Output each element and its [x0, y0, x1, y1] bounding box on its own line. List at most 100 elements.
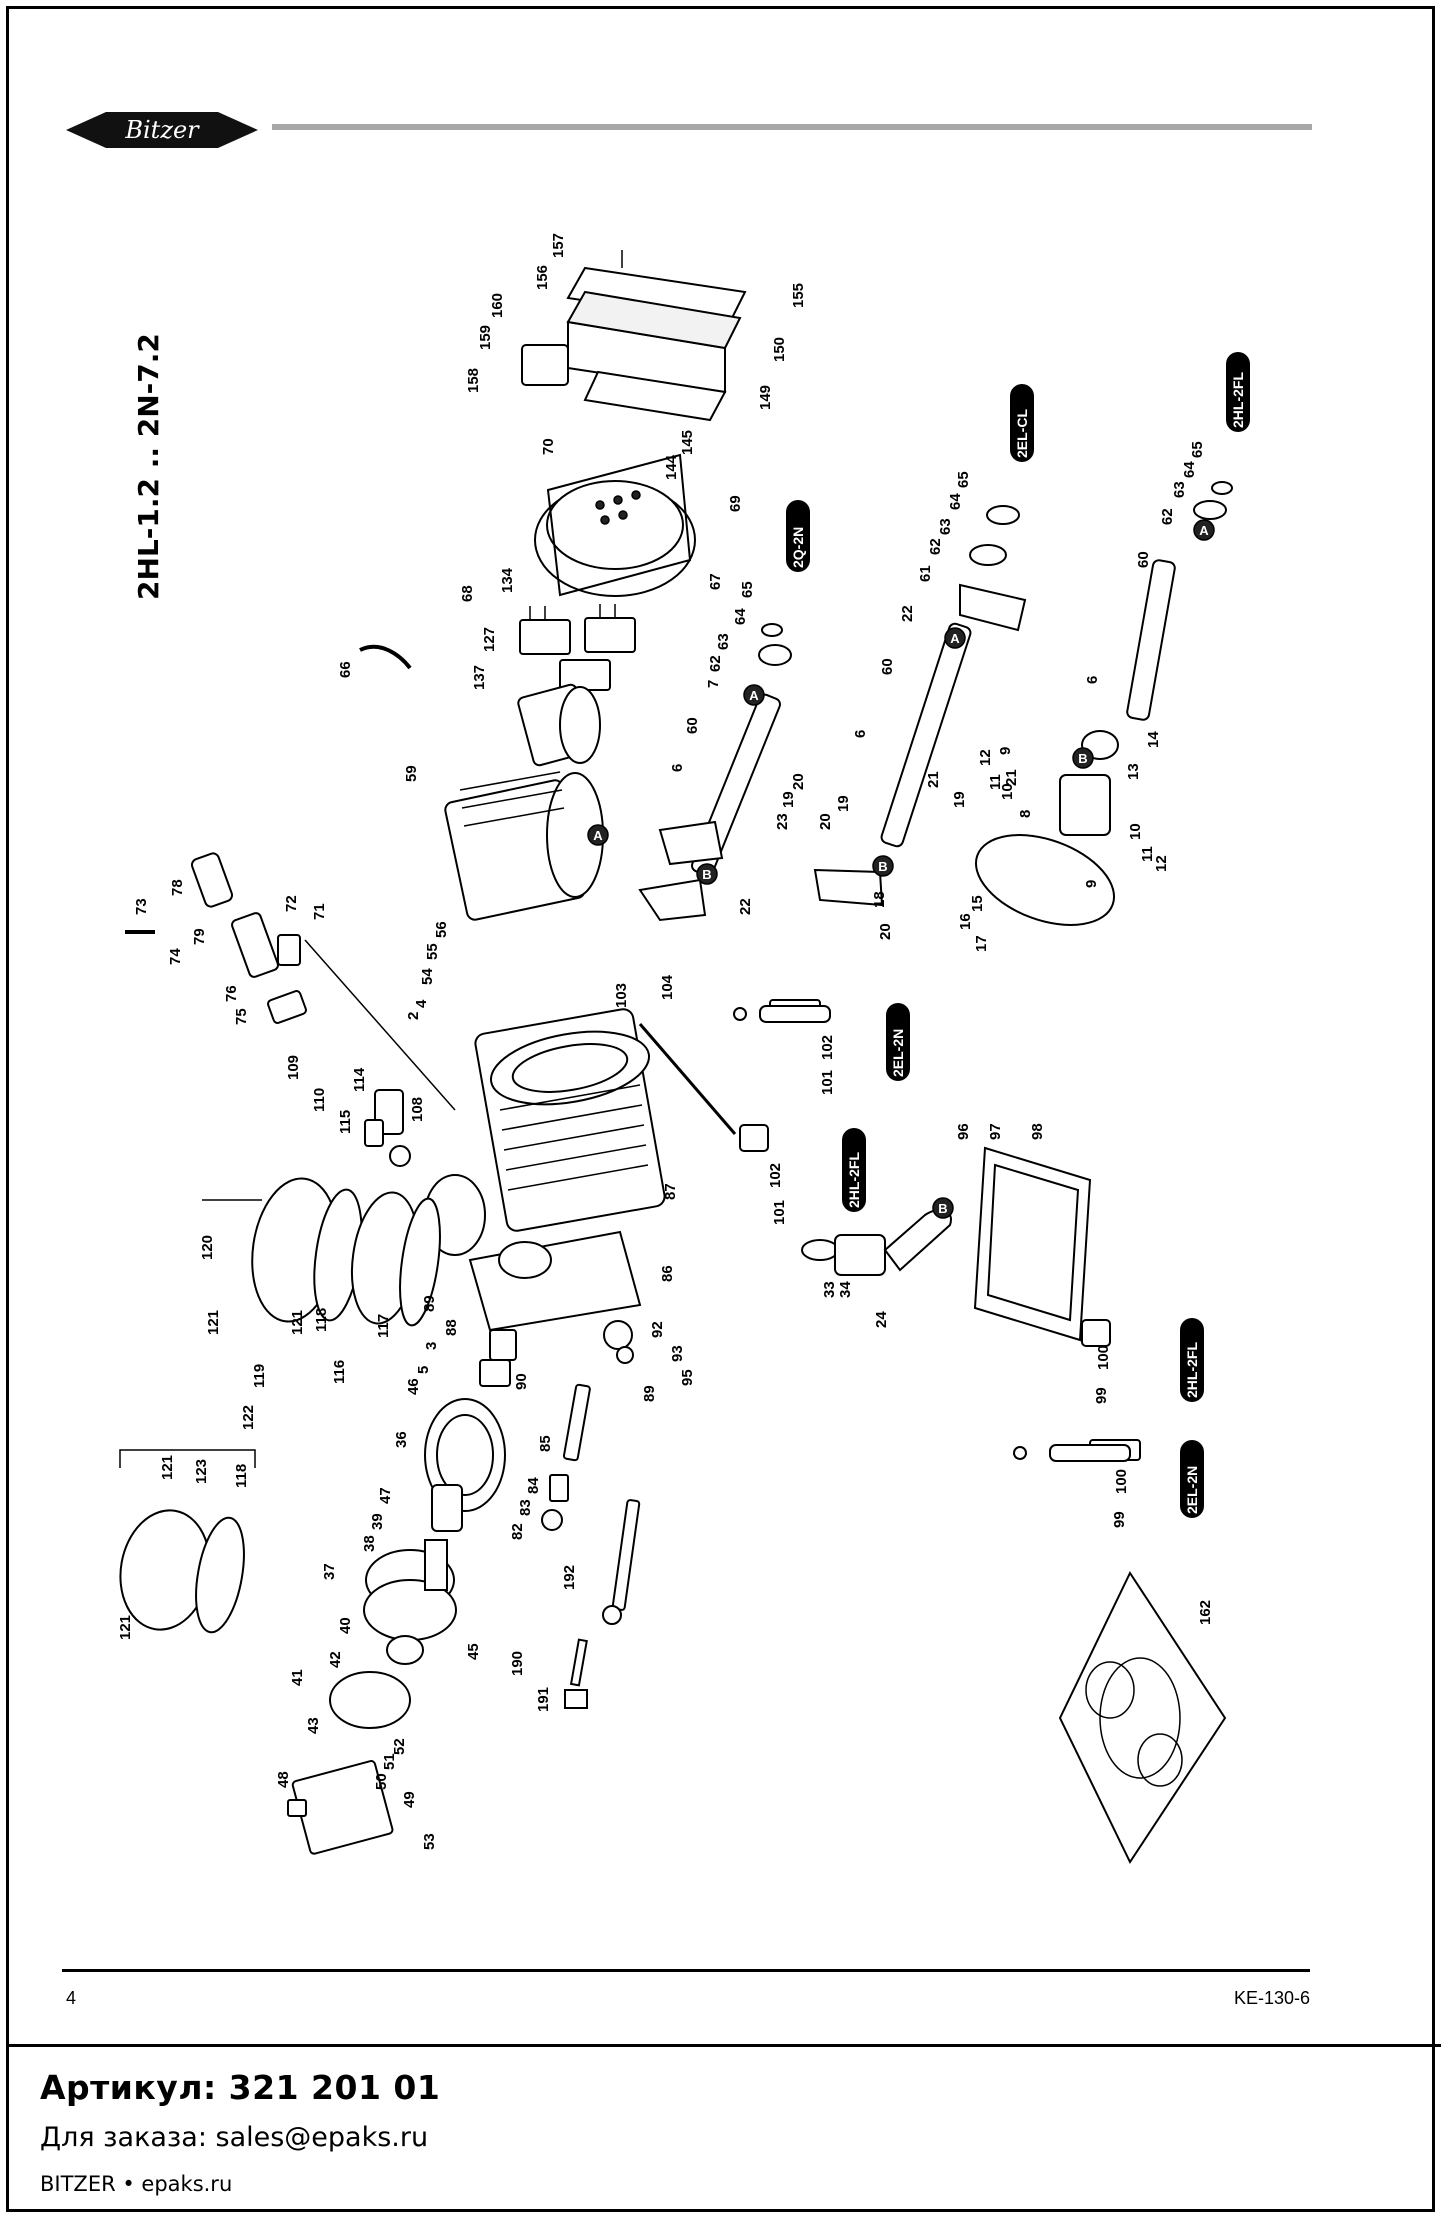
label-53: 53 [421, 1833, 438, 1850]
label-51: 51 [381, 1753, 398, 1770]
label-71: 71 [311, 903, 328, 920]
crankcase-body [424, 1008, 666, 1332]
label-12-a: 12 [977, 749, 994, 766]
label-2: 2 [405, 1012, 422, 1020]
label-160: 160 [489, 293, 506, 318]
label-89-a: 89 [421, 1295, 438, 1312]
label-192: 192 [561, 1565, 578, 1590]
service-valve [364, 1089, 411, 1167]
callout-b-2: B [878, 859, 887, 874]
callout-b-1: B [702, 867, 711, 882]
label-20-c: 20 [877, 923, 894, 940]
label-48: 48 [275, 1771, 292, 1788]
label-54: 54 [419, 968, 436, 985]
brand-footer[interactable]: BITZER • epaks.ru [40, 2172, 233, 2196]
label-155: 155 [790, 283, 807, 308]
label-62-a: 62 [707, 655, 724, 672]
page-title: 2HL-1.2 .. 2N-7.2 [132, 333, 165, 600]
label-50: 50 [373, 1773, 390, 1790]
label-22-b: 22 [899, 605, 916, 622]
label-11-a: 11 [987, 774, 1004, 790]
label-144: 144 [663, 454, 680, 480]
label-76: 76 [223, 985, 240, 1002]
bottom-cover-plate [973, 1146, 1092, 1342]
article-number: Артикул: 321 201 01 [40, 2068, 441, 2107]
label-17: 17 [973, 935, 990, 952]
label-61: 61 [917, 565, 934, 582]
label-191: 191 [535, 1687, 552, 1712]
label-89-b: 89 [641, 1385, 658, 1402]
label-100-b: 100 [1113, 1469, 1130, 1494]
label-85: 85 [537, 1435, 554, 1452]
tag-2el2n-upper-text: 2EL-2N [890, 1029, 906, 1077]
label-24: 24 [873, 1311, 890, 1328]
order-contact[interactable]: Для заказа: sales@epaks.ru [40, 2122, 429, 2153]
banner-rule [6, 2044, 1441, 2047]
variant-tag-2hl2fl-bottom: 2HL-2FL [1180, 1318, 1204, 1402]
label-38: 38 [361, 1535, 378, 1552]
label-46: 46 [405, 1378, 422, 1395]
label-12-b: 12 [1153, 855, 1170, 872]
label-86: 86 [659, 1265, 676, 1282]
label-40: 40 [337, 1617, 354, 1634]
piston-conrod [801, 1197, 954, 1276]
callout-b-4: B [938, 1201, 947, 1216]
label-55: 55 [424, 943, 441, 960]
label-118-a: 118 [313, 1308, 330, 1332]
label-162: 162 [1197, 1600, 1214, 1625]
label-79: 79 [191, 928, 208, 945]
label-62-c: 62 [1159, 508, 1176, 525]
label-33: 33 [821, 1281, 838, 1298]
label-20-b: 20 [817, 813, 834, 830]
label-36: 36 [393, 1431, 410, 1448]
label-21-a: 21 [925, 771, 942, 788]
label-10-a: 10 [999, 783, 1016, 800]
page-frame [6, 6, 1435, 2212]
exploded-parts-diagram: 2HL-1.2 .. 2N-7.2 [117, 233, 1250, 1865]
label-88: 88 [443, 1319, 460, 1336]
label-75: 75 [233, 1008, 250, 1025]
label-66: 66 [337, 661, 354, 678]
callout-a-4: A [593, 828, 603, 843]
label-149: 149 [757, 385, 774, 410]
cylinder-head-variant [119, 1449, 256, 1634]
label-65-b: 65 [955, 471, 972, 488]
label-64-b: 64 [947, 493, 964, 510]
label-118-b: 118 [233, 1464, 250, 1488]
label-9-b: 9 [1083, 880, 1100, 888]
variant-tag-2hl2fl-middle: 2HL-2FL [842, 1128, 866, 1212]
label-6-b: 6 [852, 730, 869, 738]
label-190: 190 [509, 1651, 526, 1676]
label-96: 96 [955, 1123, 972, 1140]
motor-rotor-stator [444, 683, 604, 921]
label-159: 159 [477, 325, 494, 350]
variant-tag-2hl2fl-top: 2HL-2FL [1226, 352, 1250, 432]
label-103: 103 [613, 983, 630, 1008]
label-19-b: 19 [951, 791, 968, 808]
footer-rule [62, 1969, 1310, 1972]
label-65-c: 65 [1189, 441, 1206, 458]
tag-2el2n-lower-text: 2EL-2N [1184, 1466, 1200, 1514]
label-145: 145 [679, 430, 696, 455]
label-109: 109 [285, 1055, 302, 1080]
tag-2hl2fl-bottom-text: 2HL-2FL [1184, 1342, 1200, 1398]
label-100-a: 100 [1095, 1345, 1112, 1370]
label-84: 84 [525, 1477, 542, 1494]
label-69: 69 [727, 495, 744, 512]
label-64-a: 64 [732, 608, 749, 625]
label-9-a: 9 [997, 747, 1014, 755]
label-60-a: 60 [684, 717, 701, 734]
label-102-a: 102 [819, 1035, 836, 1060]
damper-stack-2el2n-top [733, 1005, 831, 1023]
label-23: 23 [774, 813, 791, 830]
callout-a-2: A [950, 631, 960, 646]
label-97: 97 [987, 1123, 1004, 1140]
label-121-d: 121 [117, 1615, 134, 1640]
label-123: 123 [193, 1459, 210, 1484]
label-63-c: 63 [1171, 481, 1188, 498]
variant-tag-2el2n-lower: 2EL-2N [1180, 1440, 1204, 1518]
label-121-a: 121 [205, 1310, 222, 1335]
label-102-b: 102 [767, 1163, 784, 1188]
label-114: 114 [351, 1067, 368, 1092]
gasket-set [1058, 1570, 1227, 1865]
